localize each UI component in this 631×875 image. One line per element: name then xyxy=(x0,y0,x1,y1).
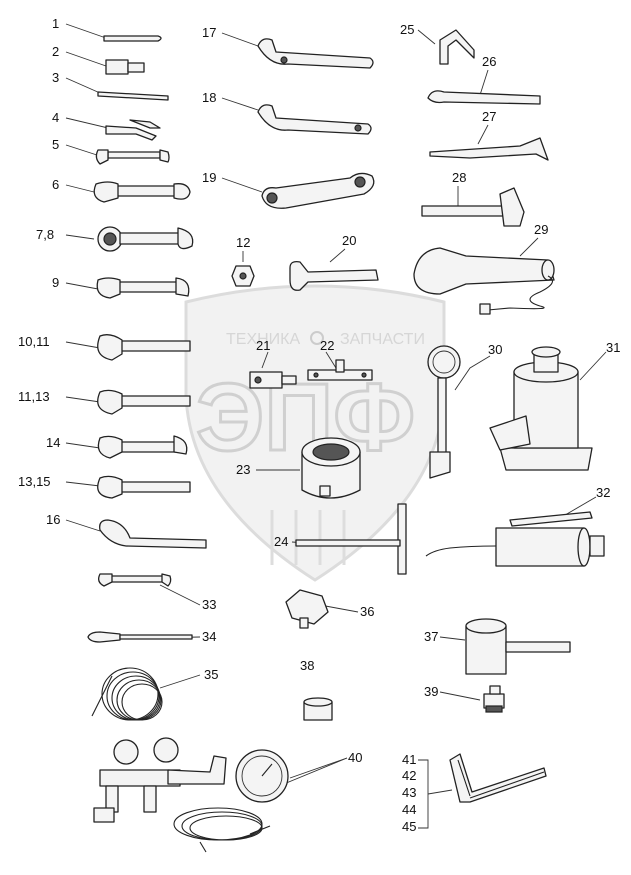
label-34: 34 xyxy=(202,629,216,644)
part-21-adapter xyxy=(249,371,297,389)
label-36: 36 xyxy=(360,604,374,619)
label-2: 2 xyxy=(52,44,59,59)
part-27-pry-bar xyxy=(429,137,549,161)
part-29-grease-gun xyxy=(413,247,555,315)
label-32: 32 xyxy=(596,485,610,500)
label-27: 27 xyxy=(482,109,496,124)
part-38-bushing xyxy=(303,697,333,721)
part-9-wrench xyxy=(96,277,190,299)
leader-lines xyxy=(65,23,607,829)
label-29: 29 xyxy=(534,222,548,237)
watermark-brand-right: ЗАПЧАСТИ xyxy=(340,331,425,348)
part-30-pressure-gauge xyxy=(427,345,461,479)
label-30: 30 xyxy=(488,342,502,357)
label-26: 26 xyxy=(482,54,496,69)
watermark-shield: ТЕХНИКА ЗАПЧАСТИ ЭПФ xyxy=(184,284,446,582)
part-19-ring-wrench xyxy=(261,172,375,209)
label-28: 28 xyxy=(452,170,466,185)
label-17: 17 xyxy=(202,25,216,40)
part-26-hook-wrench xyxy=(427,90,541,105)
part-33-wrench xyxy=(98,573,172,587)
label-3: 3 xyxy=(52,70,59,85)
part-32-lever-grease-gun xyxy=(425,511,605,567)
label-40: 40 xyxy=(348,750,362,765)
part-5-wrench xyxy=(95,149,170,165)
part-13-15-wrench xyxy=(97,475,191,499)
part-11-13-wrench xyxy=(97,389,191,415)
label-14: 14 xyxy=(46,435,60,450)
label-1: 1 xyxy=(52,16,59,31)
label-9: 9 xyxy=(52,275,59,290)
part-39-fitting xyxy=(483,685,505,713)
label-31: 31 xyxy=(606,340,620,355)
label-43: 43 xyxy=(402,785,416,800)
part-28-hammer xyxy=(421,187,525,227)
part-25-hex-key xyxy=(439,29,475,65)
label-7-8: 7,8 xyxy=(36,227,54,242)
part-40-gas-regulator-set xyxy=(93,737,289,853)
part-3-file xyxy=(97,91,169,101)
label-25: 25 xyxy=(400,22,414,37)
label-33: 33 xyxy=(202,597,216,612)
part-41-45-hex-key-set xyxy=(449,753,547,803)
watermark-brand-left: ТЕХНИКА xyxy=(226,331,300,348)
label-22: 22 xyxy=(320,338,334,353)
label-10-11: 10,11 xyxy=(18,334,50,349)
part-12-nut xyxy=(231,265,255,287)
label-23: 23 xyxy=(236,462,250,477)
label-35: 35 xyxy=(204,667,218,682)
label-39: 39 xyxy=(424,684,438,699)
part-34-screwdriver xyxy=(87,631,193,643)
part-17-hook-wrench xyxy=(257,38,374,69)
label-42: 42 xyxy=(402,768,416,783)
label-4: 4 xyxy=(52,110,59,125)
label-5: 5 xyxy=(52,137,59,152)
label-6: 6 xyxy=(52,177,59,192)
part-7-8-ring-wrench xyxy=(97,226,194,252)
label-21: 21 xyxy=(256,338,270,353)
label-45: 45 xyxy=(402,819,416,834)
label-12: 12 xyxy=(236,235,250,250)
label-41: 41 xyxy=(402,752,416,767)
part-24-t-handle xyxy=(295,503,407,575)
part-31-jack xyxy=(489,346,593,471)
label-19: 19 xyxy=(202,170,216,185)
label-37: 37 xyxy=(424,629,438,644)
label-18: 18 xyxy=(202,90,216,105)
part-36-socket xyxy=(285,589,329,629)
label-44: 44 xyxy=(402,802,416,817)
part-10-11-wrench xyxy=(97,334,191,361)
part-23-socket xyxy=(301,437,361,499)
part-6-wrench xyxy=(93,181,191,203)
label-13-15: 13,15 xyxy=(18,474,51,489)
label-38: 38 xyxy=(300,658,314,673)
label-16: 16 xyxy=(46,512,60,527)
part-16-hook-wrench xyxy=(99,519,207,549)
part-4-pliers xyxy=(105,119,161,141)
label-24: 24 xyxy=(274,534,288,549)
part-2-bushing xyxy=(105,59,145,75)
label-11-13: 11,13 xyxy=(18,389,50,404)
label-20: 20 xyxy=(342,233,356,248)
part-14-wrench xyxy=(97,435,188,459)
part-37-socket-wrench xyxy=(465,618,571,675)
watermark-wheat-icon xyxy=(270,510,346,565)
part-labels: 1 2 3 4 5 6 7,8 9 10,11 11,13 14 13,15 1… xyxy=(18,16,620,834)
part-35-hose-coil xyxy=(91,667,163,721)
gear-icon xyxy=(310,331,324,345)
part-1-punch xyxy=(103,35,162,42)
part-18-hook-wrench xyxy=(257,104,372,135)
part-20-wrench xyxy=(289,260,379,291)
part-22-puller-bar xyxy=(307,359,373,381)
